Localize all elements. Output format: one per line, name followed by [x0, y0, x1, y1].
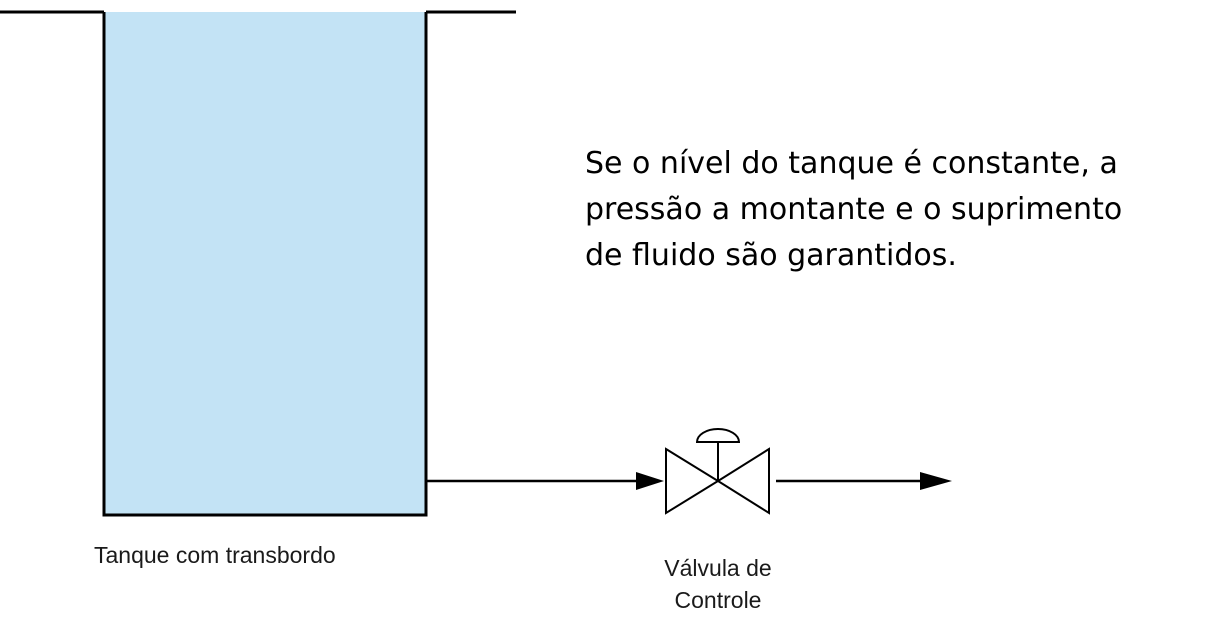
tank-label: Tanque com transbordo — [94, 542, 336, 568]
control-valve-icon — [665, 428, 770, 515]
note-line-1: Se o nível do tanque é constante, a — [585, 146, 1118, 181]
note-line-3: de fluido são garantidos. — [585, 238, 957, 273]
note-line-2: pressão a montante e o suprimento — [585, 192, 1123, 227]
explanation-note: Se o nível do tanque é constante, a pres… — [585, 141, 1210, 279]
inlet-arrow-icon — [636, 472, 664, 490]
valve-label-line-2: Controle — [674, 587, 762, 613]
tank-body — [102, 12, 428, 517]
valve-label: Válvula de Controle — [598, 552, 838, 616]
valve-label-line-1: Válvula de — [664, 555, 772, 581]
outlet-arrow-icon — [920, 472, 952, 490]
